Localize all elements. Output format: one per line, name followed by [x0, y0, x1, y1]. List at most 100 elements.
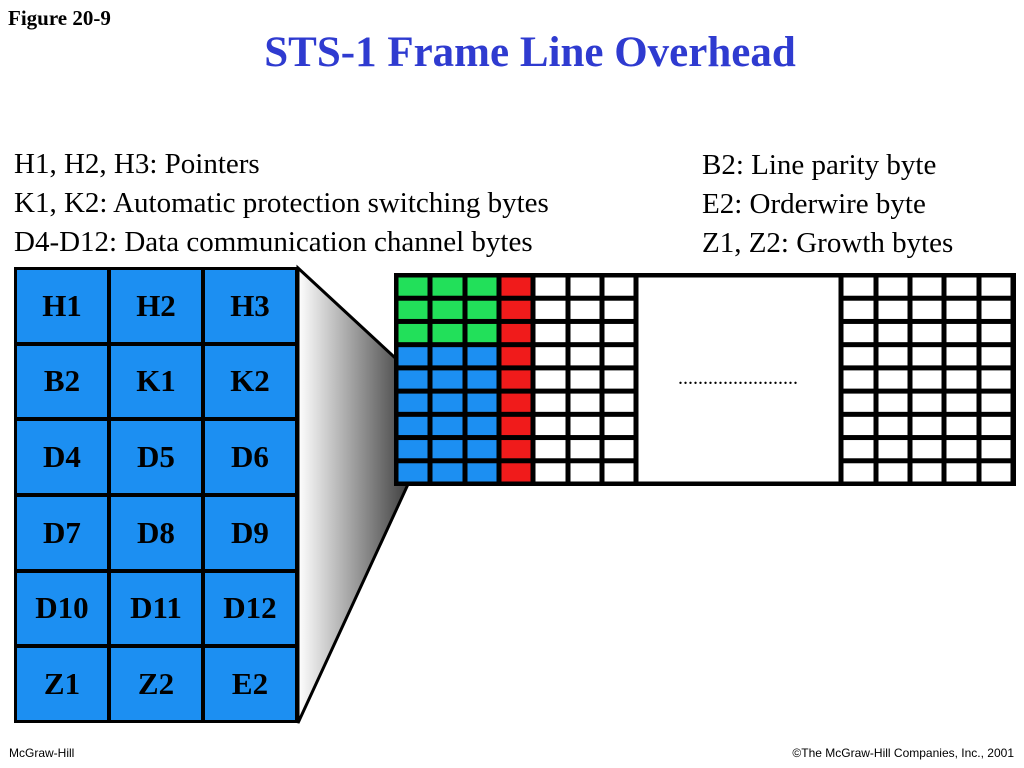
- payload-byte: [878, 393, 908, 412]
- line-overhead-byte: [467, 393, 497, 412]
- legend-right: B2: Line parity byte E2: Orderwire byte …: [702, 146, 953, 263]
- legend-growth: Z1, Z2: Growth bytes: [702, 227, 954, 259]
- payload-byte: [843, 370, 874, 389]
- overhead-byte-z1: Z1: [17, 648, 107, 720]
- overhead-byte-h2: H2: [111, 270, 201, 342]
- payload-byte: [946, 347, 977, 366]
- payload-byte: [535, 347, 566, 366]
- section-overhead-byte: [432, 323, 463, 343]
- legend-pointers: H1, H2, H3: Pointers: [14, 148, 260, 180]
- payload-byte: [912, 393, 942, 412]
- overhead-byte-k2: K2: [205, 345, 295, 418]
- payload-byte: [912, 277, 942, 296]
- section-overhead-byte: [398, 300, 428, 319]
- payload-byte: [946, 370, 977, 389]
- legend-left: H1, H2, H3: Pointers K1, K2: Automatic p…: [14, 145, 549, 262]
- payload-byte: [946, 463, 977, 482]
- payload-byte: [570, 370, 600, 389]
- section-overhead-byte: [398, 323, 428, 343]
- overhead-byte-d7: D7: [17, 496, 107, 569]
- payload-gap: [638, 277, 839, 482]
- overhead-byte-d6: D6: [205, 421, 295, 493]
- overhead-byte-h3: H3: [205, 270, 295, 342]
- payload-byte: [535, 463, 566, 482]
- path-overhead-byte: [501, 463, 531, 482]
- payload-byte: [843, 393, 874, 412]
- line-overhead-byte: [467, 440, 497, 459]
- section-overhead-byte: [432, 300, 463, 319]
- section-overhead-byte: [467, 323, 497, 343]
- section-overhead-byte: [467, 300, 497, 319]
- payload-byte: [912, 370, 942, 389]
- legend-dcc: D4-D12: Data communication channel bytes: [14, 226, 533, 258]
- payload-byte: [946, 300, 977, 319]
- overhead-byte-h1: H1: [17, 270, 107, 342]
- figure-title: STS-1 Frame Line Overhead: [264, 29, 796, 76]
- section-overhead-byte: [467, 277, 497, 296]
- payload-byte: [981, 300, 1011, 319]
- payload-byte: [946, 277, 977, 296]
- payload-byte: [981, 463, 1011, 482]
- payload-byte: [604, 440, 634, 459]
- payload-byte: [912, 416, 942, 436]
- payload-byte: [843, 440, 874, 459]
- payload-byte: [843, 347, 874, 366]
- payload-byte: [878, 277, 908, 296]
- overhead-byte-k1: K1: [111, 345, 201, 418]
- payload-byte: [570, 393, 600, 412]
- payload-byte: [878, 323, 908, 343]
- payload-byte: [878, 347, 908, 366]
- legend-b2: B2: Line parity byte: [702, 149, 937, 181]
- payload-byte: [981, 440, 1011, 459]
- payload-byte: [981, 393, 1011, 412]
- overhead-byte-d11: D11: [111, 572, 201, 645]
- overhead-byte-d5: D5: [111, 421, 201, 493]
- payload-byte: [570, 440, 600, 459]
- line-overhead-byte: [398, 463, 428, 482]
- payload-byte: [981, 323, 1011, 343]
- payload-byte: [570, 300, 600, 319]
- payload-byte: [535, 440, 566, 459]
- payload-byte: [604, 300, 634, 319]
- line-overhead-byte: [398, 393, 428, 412]
- payload-byte: [570, 416, 600, 436]
- payload-byte: [570, 463, 600, 482]
- overhead-byte-e2: E2: [205, 648, 295, 720]
- legend-aps: K1, K2: Automatic protection switching b…: [14, 187, 549, 219]
- payload-byte: [604, 323, 634, 343]
- payload-byte: [843, 323, 874, 343]
- payload-byte: [912, 463, 942, 482]
- payload-byte: [535, 323, 566, 343]
- payload-byte: [570, 277, 600, 296]
- payload-byte: [843, 300, 874, 319]
- payload-byte: [604, 416, 634, 436]
- payload-byte: [604, 393, 634, 412]
- payload-byte: [981, 416, 1011, 436]
- line-overhead-byte: [432, 463, 463, 482]
- payload-byte: [535, 300, 566, 319]
- path-overhead-byte: [501, 323, 531, 343]
- path-overhead-byte: [501, 277, 531, 296]
- payload-byte: [843, 277, 874, 296]
- payload-byte: [570, 347, 600, 366]
- overhead-byte-d10: D10: [17, 572, 107, 645]
- path-overhead-byte: [501, 416, 531, 436]
- line-overhead-byte: [467, 463, 497, 482]
- payload-byte: [912, 440, 942, 459]
- line-overhead-byte: [467, 416, 497, 436]
- line-overhead-byte: [467, 347, 497, 366]
- payload-byte: [843, 463, 874, 482]
- payload-byte: [878, 440, 908, 459]
- payload-byte: [878, 416, 908, 436]
- payload-byte: [604, 370, 634, 389]
- line-overhead-byte: [432, 393, 463, 412]
- payload-byte: [946, 416, 977, 436]
- payload-ellipsis: ........................: [678, 367, 798, 389]
- payload-byte: [535, 416, 566, 436]
- legend-e2: E2: Orderwire byte: [702, 188, 926, 220]
- line-overhead-byte: [398, 440, 428, 459]
- overhead-byte-z2: Z2: [111, 648, 201, 720]
- payload-byte: [981, 277, 1011, 296]
- path-overhead-byte: [501, 440, 531, 459]
